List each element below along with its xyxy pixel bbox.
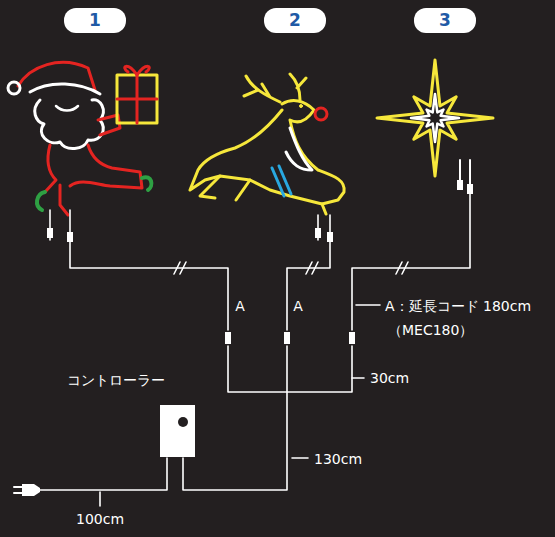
santa-motif [8, 62, 157, 215]
dimension-label: 30cm [368, 370, 411, 386]
reindeer-motif [190, 74, 344, 214]
dimension-label: A [291, 298, 305, 314]
dimension-label: 100cm [74, 511, 126, 527]
wires [40, 185, 470, 506]
callout-number: 1 [89, 12, 101, 29]
dimension-label: （MEC180） [386, 322, 475, 338]
controller-box [160, 405, 195, 457]
dimension-label: A：延長コード 180cm [383, 298, 533, 314]
break-marks [174, 262, 408, 274]
power-plug [14, 484, 40, 496]
callout-number: 2 [289, 12, 301, 29]
star-motif [377, 60, 493, 185]
callout-number: 3 [439, 12, 451, 29]
number-badge: 2 [264, 8, 326, 33]
connector-plugs [47, 180, 473, 344]
number-badge: 3 [414, 8, 476, 33]
number-badge: 1 [64, 8, 126, 33]
dimension-label: コントローラー [65, 372, 167, 388]
dimension-label: A [233, 298, 247, 314]
dimension-label: 130cm [312, 451, 364, 467]
